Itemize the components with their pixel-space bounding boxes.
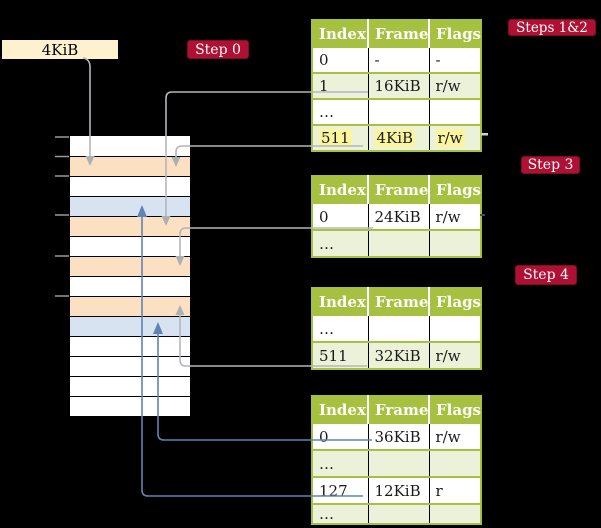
table-cell: - — [428, 46, 481, 73]
table-cell: 127 — [312, 476, 368, 504]
table-cell: 1 — [312, 72, 368, 99]
table-header-flags: Flags — [428, 176, 481, 203]
table-cell: 0 — [312, 422, 368, 450]
physical-memory-column — [70, 136, 190, 416]
table-cell: … — [312, 229, 368, 257]
table-header-index: Index — [312, 288, 368, 315]
table-cell — [428, 314, 481, 342]
table-cell — [367, 314, 429, 342]
table-cell — [367, 229, 429, 257]
table-cell: r/w — [428, 72, 481, 99]
memory-row-peach — [70, 156, 190, 176]
table-row: 511 4KiB r/w — [312, 124, 481, 151]
step-label-4: Step 4 — [515, 265, 577, 285]
table-cell: 511 — [312, 124, 368, 151]
table-header-frame: Frame — [367, 288, 429, 315]
table-cell — [428, 503, 481, 524]
memory-tick-marks — [55, 136, 69, 297]
step-label-1-2: Steps 1&2 — [508, 19, 596, 36]
table-cell: 511 — [312, 341, 368, 369]
table-cell: 32KiB — [367, 341, 429, 369]
step-label-0: Step 0 — [187, 40, 249, 59]
table-cell — [367, 98, 429, 125]
table-cell: r — [428, 476, 481, 504]
dash-steps12-pointer — [481, 133, 488, 136]
table-cell: r/w — [428, 422, 481, 450]
table-cell: … — [312, 98, 368, 125]
table-cell: 0 — [312, 202, 368, 230]
table-row: … — [312, 503, 481, 524]
table-cell: 24KiB — [367, 202, 429, 230]
table-header-index: Index — [312, 20, 368, 47]
table-cell: … — [312, 449, 368, 477]
table-cell: r/w — [428, 124, 481, 151]
memory-row-white — [70, 396, 190, 416]
table-row: 0-- — [312, 46, 481, 73]
memory-row-blue — [70, 196, 190, 216]
step-label-3: Step 3 — [521, 156, 580, 174]
table-cell: - — [367, 46, 429, 73]
table-header-frame: Frame — [367, 20, 429, 47]
table-header-flags: Flags — [428, 396, 481, 423]
memory-row-white — [70, 236, 190, 256]
highlighted-value: 4KiB — [374, 129, 416, 147]
table-header-frame: Frame — [367, 176, 429, 203]
memory-row-white — [70, 376, 190, 396]
table-header-flags: Flags — [428, 20, 481, 47]
table-cell: r/w — [428, 202, 481, 230]
memory-row-peach — [70, 216, 190, 236]
table-cell — [367, 449, 429, 477]
table-cell — [428, 449, 481, 477]
table-cell: 12KiB — [367, 476, 429, 504]
table-cell: 4KiB — [367, 124, 429, 151]
table-cell — [428, 98, 481, 125]
table-cell — [428, 229, 481, 257]
memory-row-peach — [70, 296, 190, 316]
memory-row-white — [70, 136, 190, 156]
memory-row-peach — [70, 256, 190, 276]
table-row: … — [312, 229, 481, 257]
table-row: … — [312, 314, 481, 342]
memory-row-white — [70, 356, 190, 376]
table-header-flags: Flags — [428, 288, 481, 315]
memory-row-white — [70, 276, 190, 296]
table-cell: r/w — [428, 341, 481, 369]
table-cell: 0 — [312, 46, 368, 73]
table-cell: 36KiB — [367, 422, 429, 450]
start-address-box: 4KiB — [2, 40, 118, 59]
table-cell: … — [312, 503, 368, 524]
table-row: … — [312, 449, 481, 477]
table-cell — [367, 503, 429, 524]
table-cell: … — [312, 314, 368, 342]
highlighted-value: 511 — [319, 129, 352, 147]
table-header-frame: Frame — [367, 396, 429, 423]
highlighted-value: r/w — [435, 129, 465, 147]
table-header-index: Index — [312, 396, 368, 423]
table-header-index: Index — [312, 176, 368, 203]
memory-row-white — [70, 336, 190, 356]
table-row: … — [312, 98, 481, 125]
memory-row-blue — [70, 316, 190, 336]
memory-row-white — [70, 176, 190, 196]
start-address-label: 4KiB — [41, 40, 79, 59]
table-cell: 16KiB — [367, 72, 429, 99]
